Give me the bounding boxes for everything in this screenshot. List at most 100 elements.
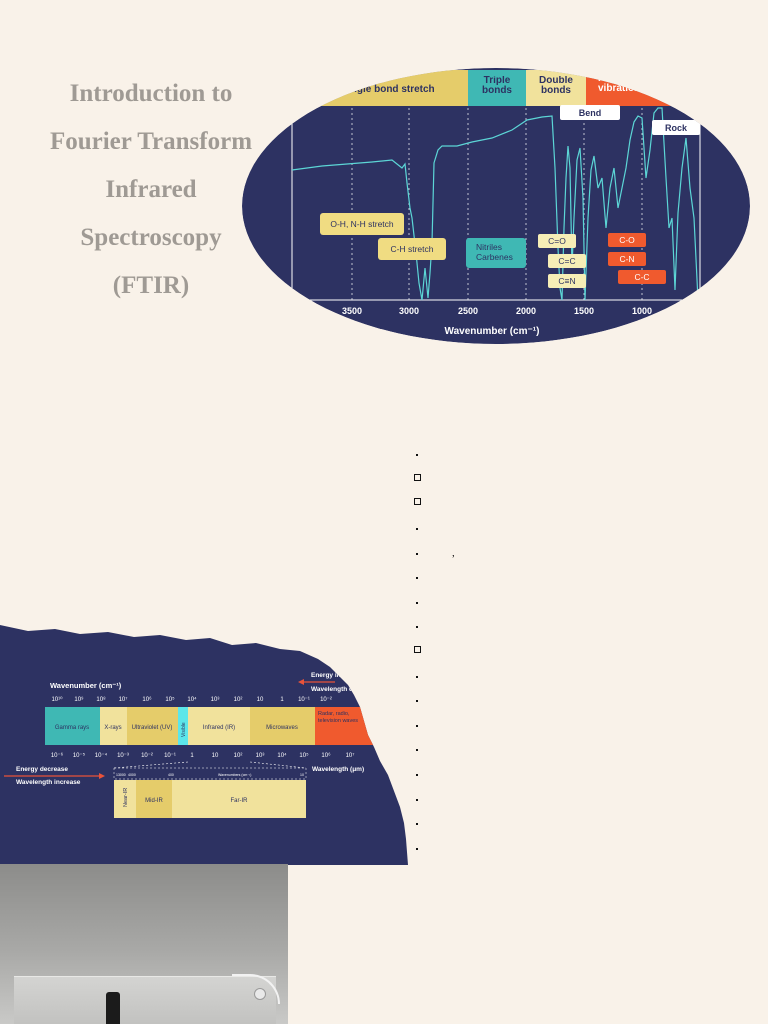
dot-bullet-icon — [414, 695, 426, 705]
em-bottom-tick: 10⁷ — [346, 752, 355, 759]
em-region-xray — [100, 707, 127, 745]
tag-nitriles — [466, 238, 526, 268]
dot-bullet-icon — [414, 720, 426, 730]
em-region-microwave — [250, 707, 315, 745]
dot-bullet-icon — [414, 621, 426, 631]
axis-tick: 2500 — [458, 306, 478, 316]
tag-c-c-label: C-C — [634, 272, 649, 282]
dot-bullet-icon — [414, 794, 426, 804]
photo-knob — [254, 988, 266, 1000]
bullet-row — [414, 639, 754, 664]
em-region-ir — [188, 707, 250, 745]
em-wavelength-decrease: Wavelength decrease — [311, 686, 378, 693]
em-bottom-tick: 10⁴ — [277, 752, 287, 759]
axis-tick: 2000 — [516, 306, 536, 316]
em-energy-increase: Energy increase — [311, 672, 362, 679]
ir-sub-tick: 10 — [300, 773, 304, 777]
ir-sub-mid — [136, 780, 172, 818]
em-region-uv-label: Ultraviolet (UV) — [132, 725, 173, 731]
ir-sub-mid-label: Mid-IR — [145, 798, 163, 804]
ir-sub-frame — [113, 767, 307, 780]
band-header-triple-label: Triple bonds — [482, 76, 512, 96]
dot-bullet-icon — [414, 843, 426, 853]
axis-tick: 3000 — [399, 306, 419, 316]
bullet-list: , — [414, 442, 754, 860]
em-top-tick: 10⁷ — [119, 696, 128, 703]
tag-cn-triple — [548, 274, 586, 288]
axis-tick: 1000 — [632, 306, 652, 316]
em-top-tick: 10⁵ — [165, 696, 175, 703]
band-header-single — [242, 70, 468, 106]
bullet-row — [414, 491, 754, 516]
ir-sub-tick: 400 — [168, 773, 174, 777]
em-region-uv — [127, 707, 178, 745]
em-wavenumber-label: Wavenumber (cm⁻¹) — [50, 681, 122, 690]
band-header-single-label: Single bond stretch — [341, 84, 434, 95]
em-top-tick: 10 — [257, 697, 264, 703]
square-bullet-icon — [414, 498, 426, 508]
tag-bend — [560, 105, 620, 120]
dot-bullet-icon — [414, 548, 426, 558]
em-bottom-tick: 10⁻⁵ — [73, 752, 86, 759]
em-energy-decrease: Energy decrease — [16, 766, 68, 773]
bullet-row — [414, 614, 754, 639]
axis-label: Wavenumber (cm⁻¹) — [445, 326, 540, 337]
dot-bullet-icon — [414, 523, 426, 533]
zoom-line — [113, 761, 189, 769]
tag-nitriles-label: Nitriles Carbenes — [476, 242, 513, 262]
tag-cc-double — [548, 254, 586, 268]
band-header-fingerprint-label: Fingerprint skeletal vibrations — [598, 74, 691, 94]
em-bottom-tick: 10⁵ — [299, 752, 309, 759]
tag-rock-label: Rock — [665, 123, 688, 133]
em-spectrum-figure: Wavenumber (cm⁻¹) Energy increase Wavele… — [0, 625, 410, 865]
lab-photo — [0, 864, 288, 1024]
tag-oh-nh-label: O-H, N-H stretch — [330, 219, 394, 229]
ir-sub-near — [114, 780, 136, 818]
em-top-tick: 10⁻² — [320, 697, 332, 703]
dot-bullet-icon — [414, 744, 426, 754]
em-arrow-right-head — [99, 773, 105, 779]
dot-bullet-icon — [414, 818, 426, 828]
title-line-3: Infrared — [105, 176, 197, 203]
em-top-tick: 10⁸ — [96, 696, 106, 703]
slide-title: Introduction to Fourier Transform Infrar… — [20, 70, 282, 310]
em-bottom-tick: 10⁻⁴ — [95, 752, 108, 759]
em-bottom-tick: 10⁻² — [141, 753, 153, 759]
ir-sub-tick: 4000 — [128, 773, 136, 777]
square-bullet-icon — [414, 473, 426, 484]
zoom-line — [249, 761, 307, 769]
tag-oh-nh — [320, 213, 404, 235]
bullet-row — [414, 516, 754, 541]
title-line-5: (FTIR) — [112, 272, 190, 299]
band-header-triple — [468, 70, 526, 106]
em-top-tick: 10¹⁰ — [51, 696, 63, 703]
bullet-row — [414, 762, 754, 787]
ir-background — [242, 68, 750, 344]
ir-sub-tick: 13000 — [116, 773, 126, 777]
em-bottom-tick: 10² — [234, 753, 243, 759]
em-region-gamma — [45, 707, 100, 745]
band-header-fingerprint — [586, 70, 750, 106]
axis-tick: 3500 — [342, 306, 362, 316]
dot-bullet-icon — [414, 449, 426, 459]
em-top-tick: 10⁹ — [74, 696, 84, 703]
dot-bullet-icon — [414, 597, 426, 607]
em-region-radio-label: Radar, radio, television waves — [318, 711, 359, 724]
bullet-row — [414, 590, 754, 615]
tag-co-double — [538, 234, 576, 248]
em-top-tick: 1 — [280, 697, 284, 703]
axis-tick: 1500 — [574, 306, 594, 316]
photo-instrument — [106, 992, 120, 1024]
tag-c-c — [618, 270, 666, 284]
em-top-tick: 10² — [234, 697, 243, 703]
band-header-double-label: Double bonds — [539, 76, 573, 96]
em-region-visible — [178, 707, 188, 745]
ir-sub-small-label: Wavenumbers (cm⁻¹) — [218, 773, 251, 777]
band-header-double — [526, 70, 586, 106]
em-bottom-tick: 10 — [212, 753, 219, 759]
bullet-row — [414, 467, 754, 492]
em-arrow-left-head — [298, 679, 304, 685]
em-top-tick: 10⁻¹ — [298, 697, 310, 703]
bullet-row — [414, 786, 754, 811]
bullet-text: , — [452, 546, 455, 559]
